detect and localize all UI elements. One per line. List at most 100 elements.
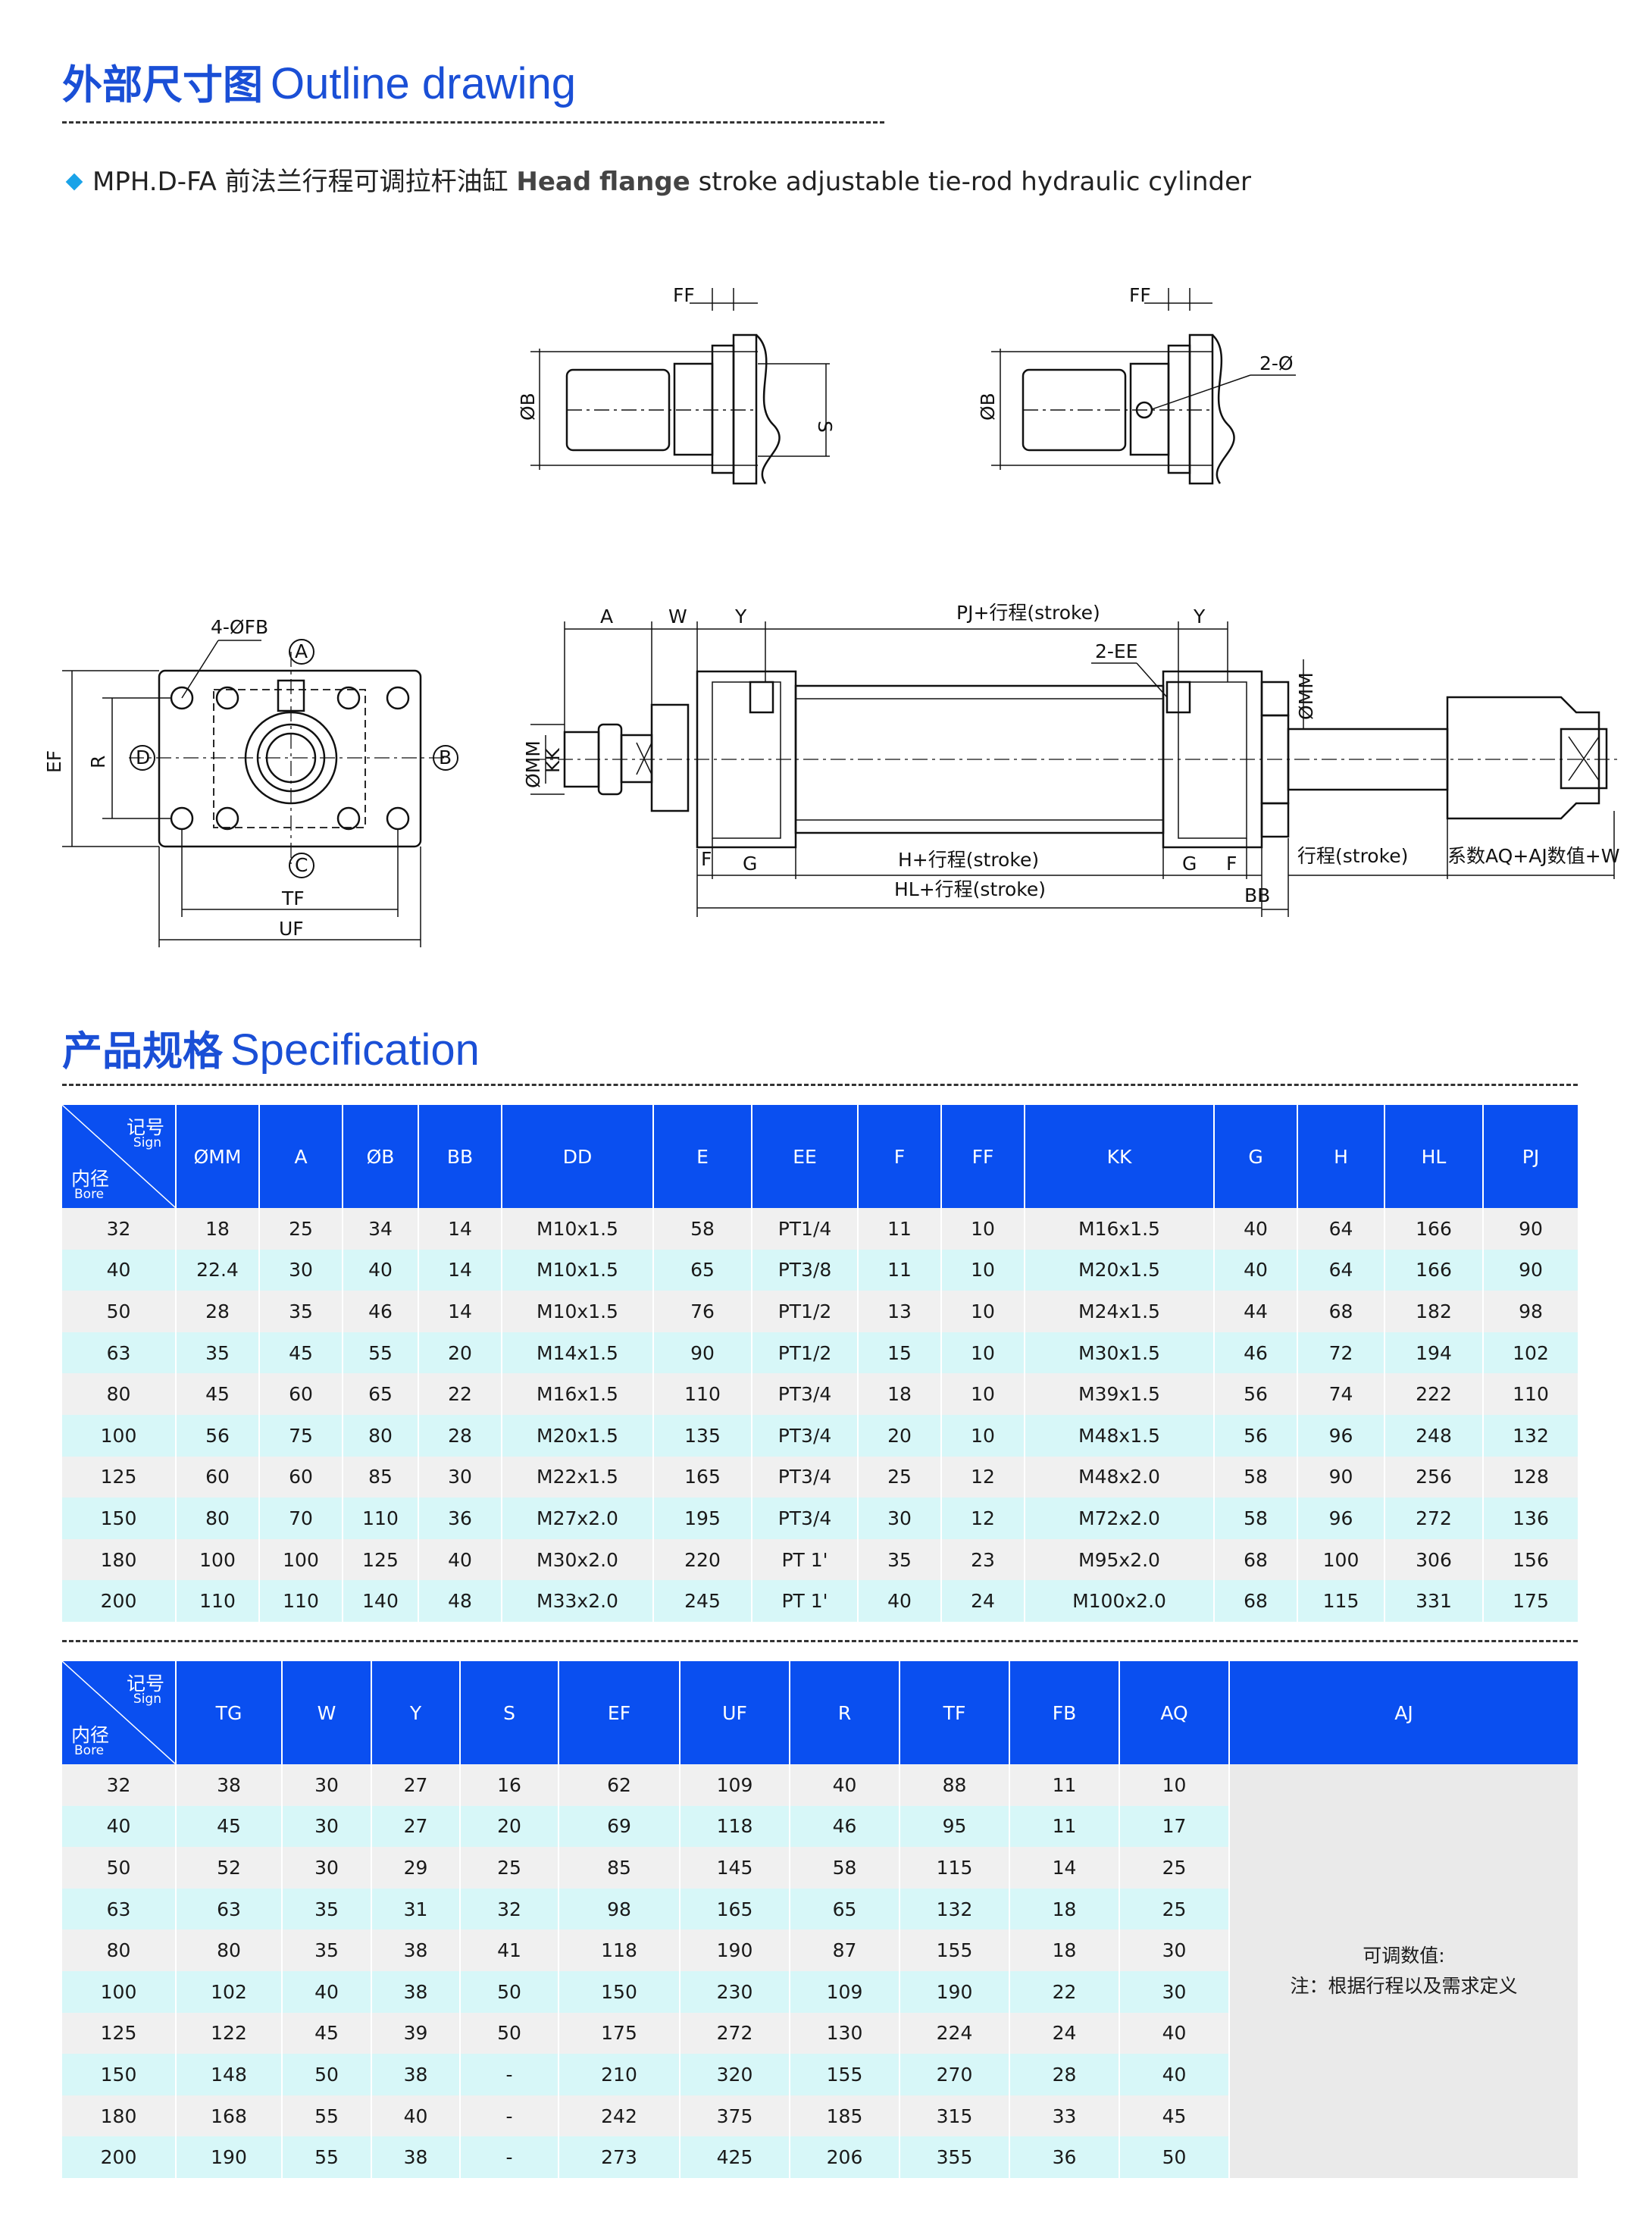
table-cell: 70 <box>258 1498 343 1539</box>
table-cell: 355 <box>899 2136 1009 2178</box>
table-cell: 331 <box>1384 1580 1483 1622</box>
table-cell: 190 <box>899 1970 1009 2013</box>
table-cell: 273 <box>558 2136 680 2178</box>
table-cell: 165 <box>679 1888 790 1930</box>
table-cell: 25 <box>857 1456 941 1498</box>
table-cell: 35 <box>281 1888 371 1930</box>
table-cell: 50 <box>459 2012 558 2055</box>
table-cell: 40 <box>371 2095 460 2137</box>
table-cell: PT 1' <box>751 1538 858 1581</box>
table-cell: 40 <box>857 1580 941 1622</box>
label-s: S <box>814 421 836 433</box>
table-cell: 38 <box>175 1764 282 1806</box>
table-cell: 40 <box>418 1538 502 1581</box>
outline-title-divider <box>62 121 884 124</box>
corner-diagonal <box>62 1661 176 1764</box>
table-cell: 30 <box>1119 1929 1229 1971</box>
table-cell: 20 <box>857 1414 941 1457</box>
column-header: FB <box>1009 1661 1119 1764</box>
column-header: DD <box>501 1105 653 1208</box>
label-w: W <box>668 606 687 627</box>
table-cell: M27x2.0 <box>501 1498 653 1539</box>
table-cell: 30 <box>281 1805 371 1848</box>
table-cell: 38 <box>371 1970 460 2013</box>
subtitle-en-head: Head <box>516 167 592 197</box>
table-cell: M22x1.5 <box>501 1456 653 1498</box>
table-cell: 20 <box>418 1332 502 1374</box>
table-cell: 272 <box>1384 1498 1483 1539</box>
table-cell: 102 <box>1482 1332 1578 1374</box>
table-cell: 122 <box>175 2012 282 2055</box>
table-cell: 38 <box>371 2054 460 2095</box>
table-cell: 109 <box>789 1970 900 2013</box>
table-cell: PT3/4 <box>751 1456 858 1498</box>
table-cell: 76 <box>652 1291 752 1332</box>
table-cell: M20x1.5 <box>501 1414 653 1457</box>
table-cell: 270 <box>899 2054 1009 2095</box>
label-y-right: Y <box>1193 606 1206 627</box>
table-cell: 96 <box>1297 1414 1384 1457</box>
table-cell: 11 <box>857 1249 941 1291</box>
spec-title-divider <box>62 1084 1578 1086</box>
table-cell: 166 <box>1384 1208 1483 1250</box>
label-ef: EF <box>43 750 65 773</box>
label-aq-aj-w: 系数AQ+AJ数值+W <box>1447 845 1619 867</box>
column-header: AQ <box>1119 1661 1229 1764</box>
table-cell: 56 <box>1213 1414 1297 1457</box>
label-2-phi: 2-Ø <box>1259 352 1294 374</box>
table-cell: 206 <box>789 2136 900 2178</box>
bore-cell: 50 <box>62 1847 176 1889</box>
table-cell: 65 <box>652 1249 752 1291</box>
table-cell: 375 <box>679 2095 790 2137</box>
corner-sign-en: Sign <box>133 1692 161 1707</box>
table-cell: 35 <box>175 1332 259 1374</box>
column-header: UF <box>679 1661 790 1764</box>
table-cell: PT3/8 <box>751 1249 858 1291</box>
table-cell: 68 <box>1213 1538 1297 1581</box>
table-cell: 28 <box>1009 2054 1119 2095</box>
table-cell: 39 <box>371 2012 460 2055</box>
subtitle-model: MPH.D-FA <box>92 167 217 197</box>
table-cell: M30x1.5 <box>1024 1332 1214 1374</box>
table-cell: - <box>459 2054 558 2095</box>
table-cell: 100 <box>175 1538 259 1581</box>
table-cell: 10 <box>940 1414 1025 1457</box>
table-cell: PT1/2 <box>751 1291 858 1332</box>
table-cell: 102 <box>175 1970 282 2013</box>
table-cell: 65 <box>342 1373 418 1415</box>
table-cell: 14 <box>418 1291 502 1332</box>
table-cell: 40 <box>1119 2012 1229 2055</box>
table-cell: 29 <box>371 1847 460 1889</box>
table-cell: 64 <box>1297 1249 1384 1291</box>
table-cell: 46 <box>1213 1332 1297 1374</box>
table-cell: 48 <box>418 1580 502 1622</box>
table-cell: 50 <box>459 1970 558 2013</box>
column-header: R <box>789 1661 900 1764</box>
outline-title-en: Outline drawing <box>271 59 576 108</box>
table-cell: 14 <box>418 1249 502 1291</box>
table-cell: 14 <box>418 1208 502 1250</box>
table-cell: 195 <box>652 1498 752 1539</box>
table-cell: 36 <box>1009 2136 1119 2178</box>
table-cell: M10x1.5 <box>501 1291 653 1332</box>
column-header: HL <box>1384 1105 1483 1208</box>
table-cell: 98 <box>1482 1291 1578 1332</box>
table-cell: M30x2.0 <box>501 1538 653 1581</box>
table-cell: 22 <box>1009 1970 1119 2013</box>
table-cell: 46 <box>789 1805 900 1848</box>
table-cell: 38 <box>371 2136 460 2178</box>
table-cell: M100x2.0 <box>1024 1580 1214 1622</box>
table-cell: 320 <box>679 2054 790 2095</box>
table-cell: 132 <box>1482 1414 1578 1457</box>
column-header: F <box>857 1105 941 1208</box>
table-cell: 90 <box>1482 1249 1578 1291</box>
bore-cell: 200 <box>62 2136 176 2178</box>
table-cell: 10 <box>940 1373 1025 1415</box>
column-header: EE <box>751 1105 858 1208</box>
